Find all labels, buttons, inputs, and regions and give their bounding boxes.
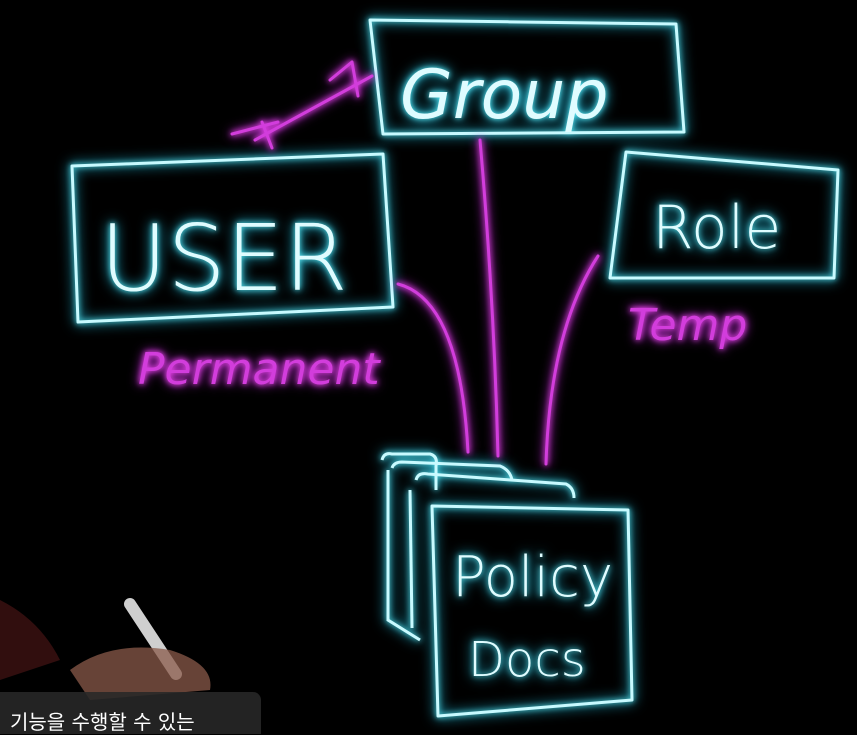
subtitle-text: 기능을 수행할 수 있는: [10, 710, 195, 734]
policy-docs-node: Policy Docs: [380, 452, 634, 718]
relationship-lines: [230, 60, 600, 466]
group-label: Group: [400, 56, 609, 135]
group-node: Group: [368, 18, 686, 136]
temp-label: Temp: [628, 300, 747, 351]
permanent-label: Permanent: [138, 344, 381, 395]
annotations: Permanent Temp: [138, 300, 747, 395]
policy-label-line1: Policy: [452, 545, 613, 610]
subtitle-caption: 기능을 수행할 수 있는: [0, 692, 261, 734]
user-label: USER: [100, 205, 348, 312]
marker-in-hand: [70, 598, 211, 700]
user-node: USER: [70, 152, 395, 324]
policy-label-line2: Docs: [468, 632, 586, 688]
role-label: Role: [652, 193, 781, 263]
role-node: Role: [608, 150, 840, 280]
